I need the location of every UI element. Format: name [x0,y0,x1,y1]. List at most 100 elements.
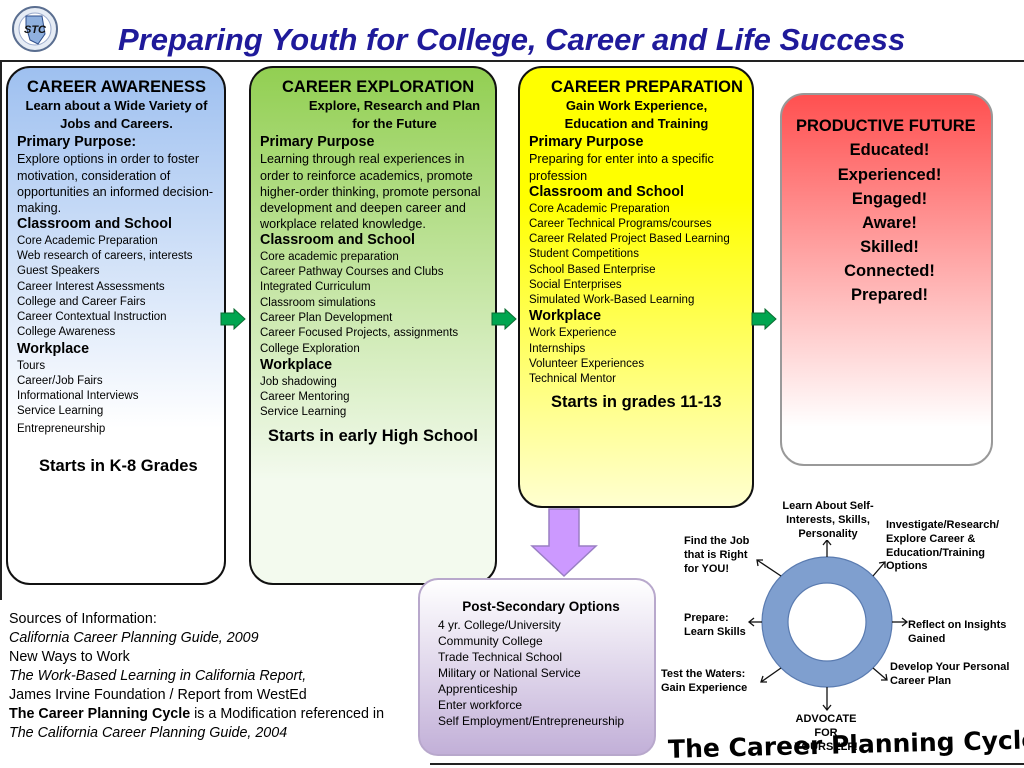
logo-text: STC [24,24,47,36]
panel-title: CAREER PREPARATION [551,78,743,96]
stc-logo: STC [12,6,58,52]
list-item: Integrated Curriculum [260,281,371,294]
source-line: California Career Planning Guide, 2009 [9,630,259,646]
list-item: Self Employment/Entrepreneurship [438,713,625,728]
list-item: Service Learning [17,405,104,418]
list-item: Career Technical Programs/courses [529,217,712,230]
purpose-text: Explore options in order to foster motiv… [17,152,214,215]
productive-future-panel: PRODUCTIVE FUTURE Educated! Experienced!… [780,93,993,466]
panel-title: Post-Secondary Options [462,599,620,614]
list-item: College Exploration [260,342,360,355]
list-item: Apprenticeship [438,681,518,696]
bottom-rule [430,763,1024,765]
cycle-step-develop: Develop Your Personal Career Plan [890,661,1010,687]
post-secondary-panel: Post-Secondary Options 4 yr. College/Uni… [418,578,656,756]
list-item: Web research of careers, interests [17,250,193,262]
cycle-step-reflect: Reflect on Insights Gained [908,619,1007,645]
cycle-step-investigate: Investigate/Research/ Explore Career & E… [886,519,1000,573]
purpose-text: Preparing for enter into a specific prof… [529,152,714,183]
list-item: Core academic preparation [260,250,399,263]
future-item: Engaged! [851,189,928,208]
list-item: Work Experience [529,327,617,340]
right-arrow-icon [491,308,517,330]
list-item: Volunteer Experiences [529,357,645,370]
purpose-heading: Primary Purpose: [17,133,137,150]
list-item: 4 yr. College/University [438,617,561,632]
list-item: Career Focused Projects, assignments [260,327,459,340]
list-item: Military or National Service [438,665,581,680]
workplace-heading: Workplace [260,356,333,373]
starts-text: Starts in grades 11-13 [551,393,722,412]
list-item: Core Academic Preparation [529,202,670,215]
list-item: Career Pathway Courses and Clubs [260,266,444,279]
sources-label: Sources of Information [9,611,153,627]
list-item: Classroom simulations [260,296,376,309]
list-item: Simulated Work-Based Learning [529,294,695,307]
list-item: Social Enterprises [529,278,622,291]
list-item: Tours [17,359,46,372]
panel-title: PRODUCTIVE FUTURE [796,117,976,135]
starts-text: Starts in early High School [268,426,478,445]
list-item: Trade Technical School [438,649,563,664]
source-line: James Irvine Foundation / Report from We… [9,687,307,703]
list-item: Career Mentoring [260,390,350,403]
source-line: The California Career Planning Guide, 20… [9,725,288,741]
cycle-title: The Career Planning Cycle [667,725,1024,764]
page-title: Preparing Youth for College, Career and … [118,22,906,57]
list-item: Community College [438,633,543,648]
list-item: Service Learning [260,406,347,419]
future-item: Skilled! [860,237,919,256]
list-item: Core Academic Preparation [17,234,158,247]
panel-title: CAREER EXPLORATION [282,78,475,96]
header-rule [0,60,1024,62]
source-line: New Ways to Work [9,649,130,665]
workplace-heading: Workplace [17,340,90,357]
list-item: College Awareness [17,326,116,339]
workplace-heading: Workplace [529,308,602,325]
right-arrow-icon [220,308,246,330]
right-arrow-icon [751,308,777,330]
panel-subtitle: Learn about a Wide Variety of Jobs and C… [25,98,208,132]
career-awareness-panel: CAREER AWARENESS Learn about a Wide Vari… [6,66,226,585]
school-heading: Classroom and School [17,215,172,232]
list-item: Career Plan Development [260,311,393,324]
sources-colon: : [152,611,157,627]
future-item: Prepared! [850,285,929,304]
future-item: Experienced! [837,165,942,184]
list-item: College and Career Fairs [17,295,146,308]
left-rule [0,60,2,600]
list-item: School Based Enterprise [529,263,656,276]
source-line-bold: The Career Planning Cycle [9,706,191,722]
sources-block: Sources of Information: California Caree… [9,610,384,743]
list-item: Technical Mentor [529,373,616,386]
cycle-ring [747,540,909,712]
career-exploration-panel: CAREER EXPLORATION Explore, Research and… [249,66,497,585]
future-item: Connected! [844,261,935,280]
source-line: is a Modification referenced in [190,706,385,722]
future-item: Aware! [862,213,917,232]
list-item: Career Contextual Instruction [17,311,167,324]
cycle-step-prepare: Prepare: Learn Skills [684,612,746,638]
source-line: The Work-Based Learning in California Re… [9,668,307,684]
purpose-heading: Primary Purpose [260,133,375,150]
list-item: Career Related Project Based Learning [529,233,730,246]
list-item: Internships [529,342,586,355]
list-item: Career/Job Fairs [17,374,103,387]
career-preparation-panel: CAREER PREPARATION Gain Work Experience,… [518,66,754,508]
future-item: Educated! [849,141,930,160]
panel-subtitle: Explore, Research and Plan for the Futur… [308,98,481,132]
school-heading: Classroom and School [260,231,415,248]
panel-subtitle: Gain Work Experience, Education and Trai… [564,98,709,132]
panel-title: CAREER AWARENESS [26,78,207,96]
cycle-step-advocate: ADVOCATE FOR YOURSELF! [794,713,858,753]
school-heading: Classroom and School [529,183,684,200]
purpose-heading: Primary Purpose [529,133,644,150]
list-item: Student Competitions [529,248,639,261]
list-item: Enter workforce [438,697,523,712]
list-item: Entrepreneurship [17,422,106,435]
cycle-step-test: Test the Waters: Gain Experience [661,668,748,694]
list-item: Job shadowing [260,375,337,388]
list-item: Informational Interviews [17,390,139,403]
purpose-text: Learning through real experiences in ord… [260,152,481,231]
list-item: Career Interest Assessments [17,280,165,293]
